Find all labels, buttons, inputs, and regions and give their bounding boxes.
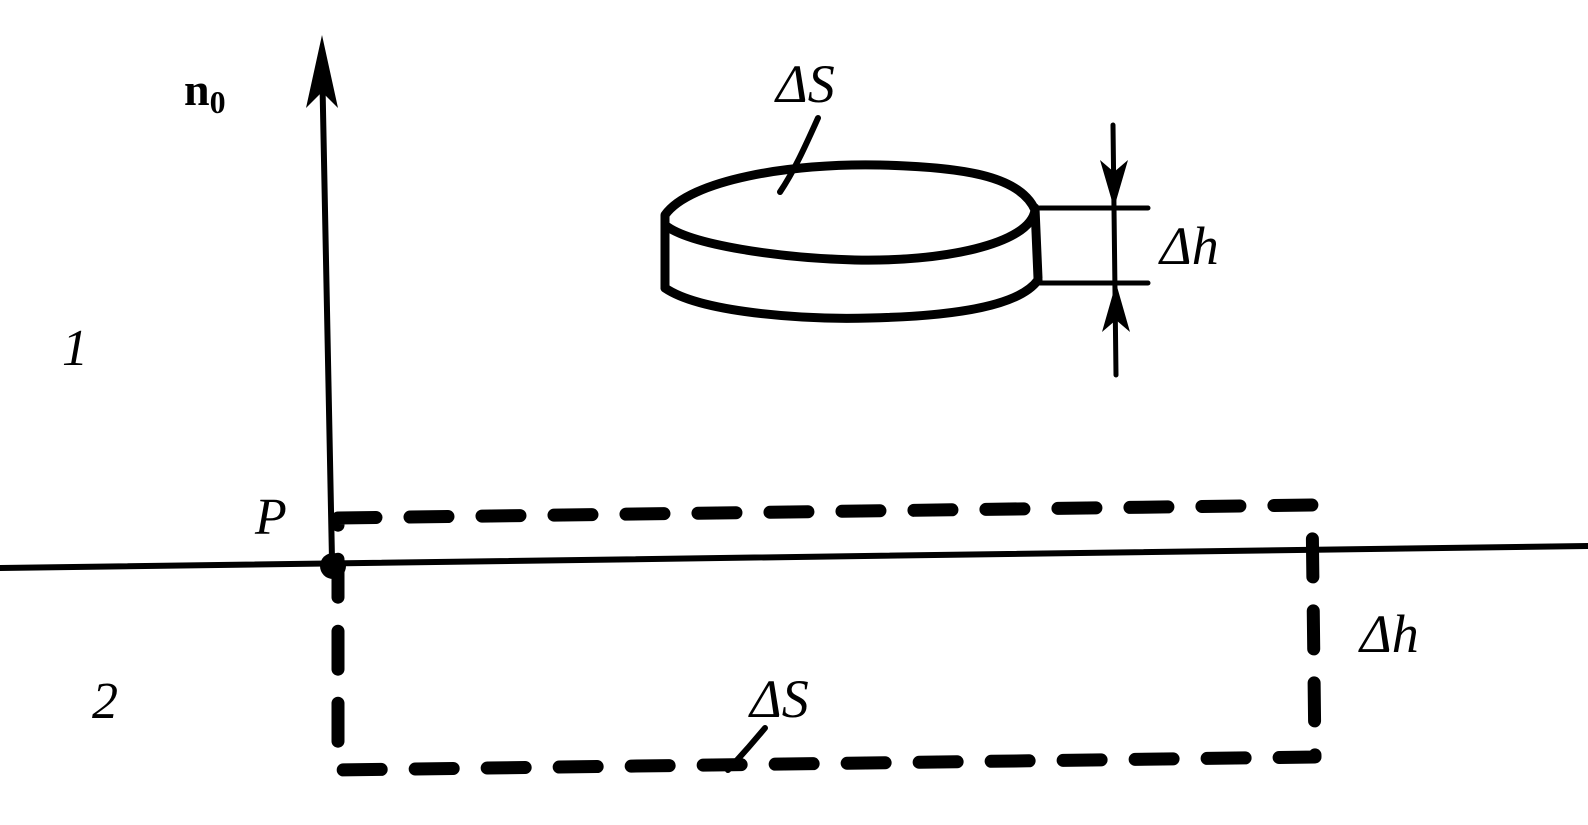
dashed-loop (331, 498, 1322, 777)
pillbox-area-leader (777, 115, 821, 195)
pillbox-right-side (1030, 203, 1043, 283)
loop-height-label: Δh (1358, 604, 1419, 664)
interface-line (0, 543, 1588, 571)
pillbox-bottom-edge (660, 275, 1043, 323)
loop-area-leader (725, 725, 768, 773)
pillbox-top-face (660, 160, 1040, 265)
point-p-label: P (254, 489, 287, 546)
normal-vector-label: n0 (184, 64, 226, 120)
normal-vector-arrow (306, 35, 338, 563)
pillbox-area-label: ΔS (774, 54, 835, 114)
region-1-label: 1 (62, 320, 88, 377)
loop-area-label: ΔS (748, 669, 809, 729)
pillbox-height-label: Δh (1158, 216, 1219, 276)
region-2-label: 2 (92, 673, 118, 730)
pillbox-cylinder (660, 160, 1043, 323)
pillbox-height-dimension (1037, 122, 1151, 378)
